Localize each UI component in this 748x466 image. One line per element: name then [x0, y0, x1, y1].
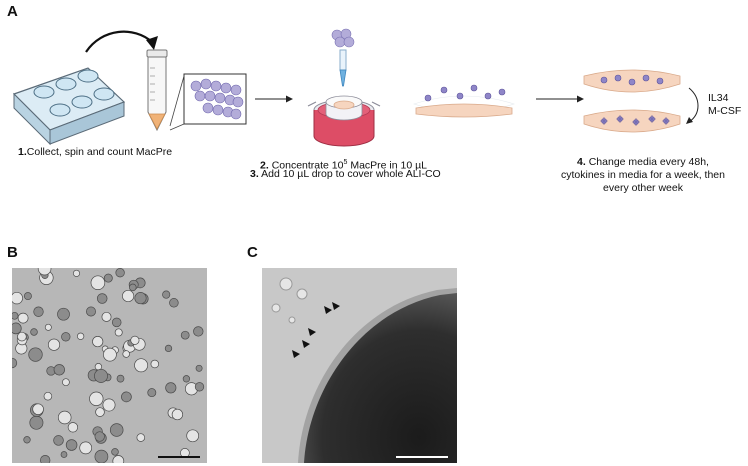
panel-c-label: C: [247, 244, 258, 261]
process-arrow-1: [255, 95, 293, 103]
arrowhead-markers: [292, 302, 340, 358]
ali-co-slice-with-cells: [413, 84, 515, 118]
slice-with-macrophages-bottom: [583, 109, 681, 133]
step-2-caption: 2. Concentrate 105 MacPre in 10 µL: [260, 159, 427, 172]
culture-insert-dish: [307, 95, 381, 147]
well-plate-illustration: [12, 67, 126, 146]
panel-a-label: A: [7, 3, 18, 20]
step-1-caption: 1.Collect, spin and count MacPre: [18, 146, 173, 158]
scale-bar-b: [158, 456, 200, 458]
cell-pellet-zoom-inset: [169, 73, 247, 131]
panel-b-label: B: [7, 244, 18, 261]
step-4-caption: 4. Change media every 48h, cytokines in …: [560, 156, 725, 194]
slice-with-macrophages-top: [583, 69, 681, 93]
pipette-illustration: [331, 28, 355, 87]
micrograph-c-organoid-edge: [262, 268, 457, 463]
step-3-caption: 3. Add 10 µL drop to cover whole ALI-CO: [250, 168, 441, 180]
cytokines-label: IL34 M-CSF: [708, 92, 742, 117]
falcon-tube-illustration: [146, 49, 168, 132]
micrograph-b-macrophages: [12, 268, 207, 463]
scale-bar-c: [396, 456, 448, 458]
curved-arrow-icon: [85, 30, 158, 53]
curved-arrow-small-icon: [686, 87, 699, 124]
process-arrow-2: [536, 95, 584, 103]
